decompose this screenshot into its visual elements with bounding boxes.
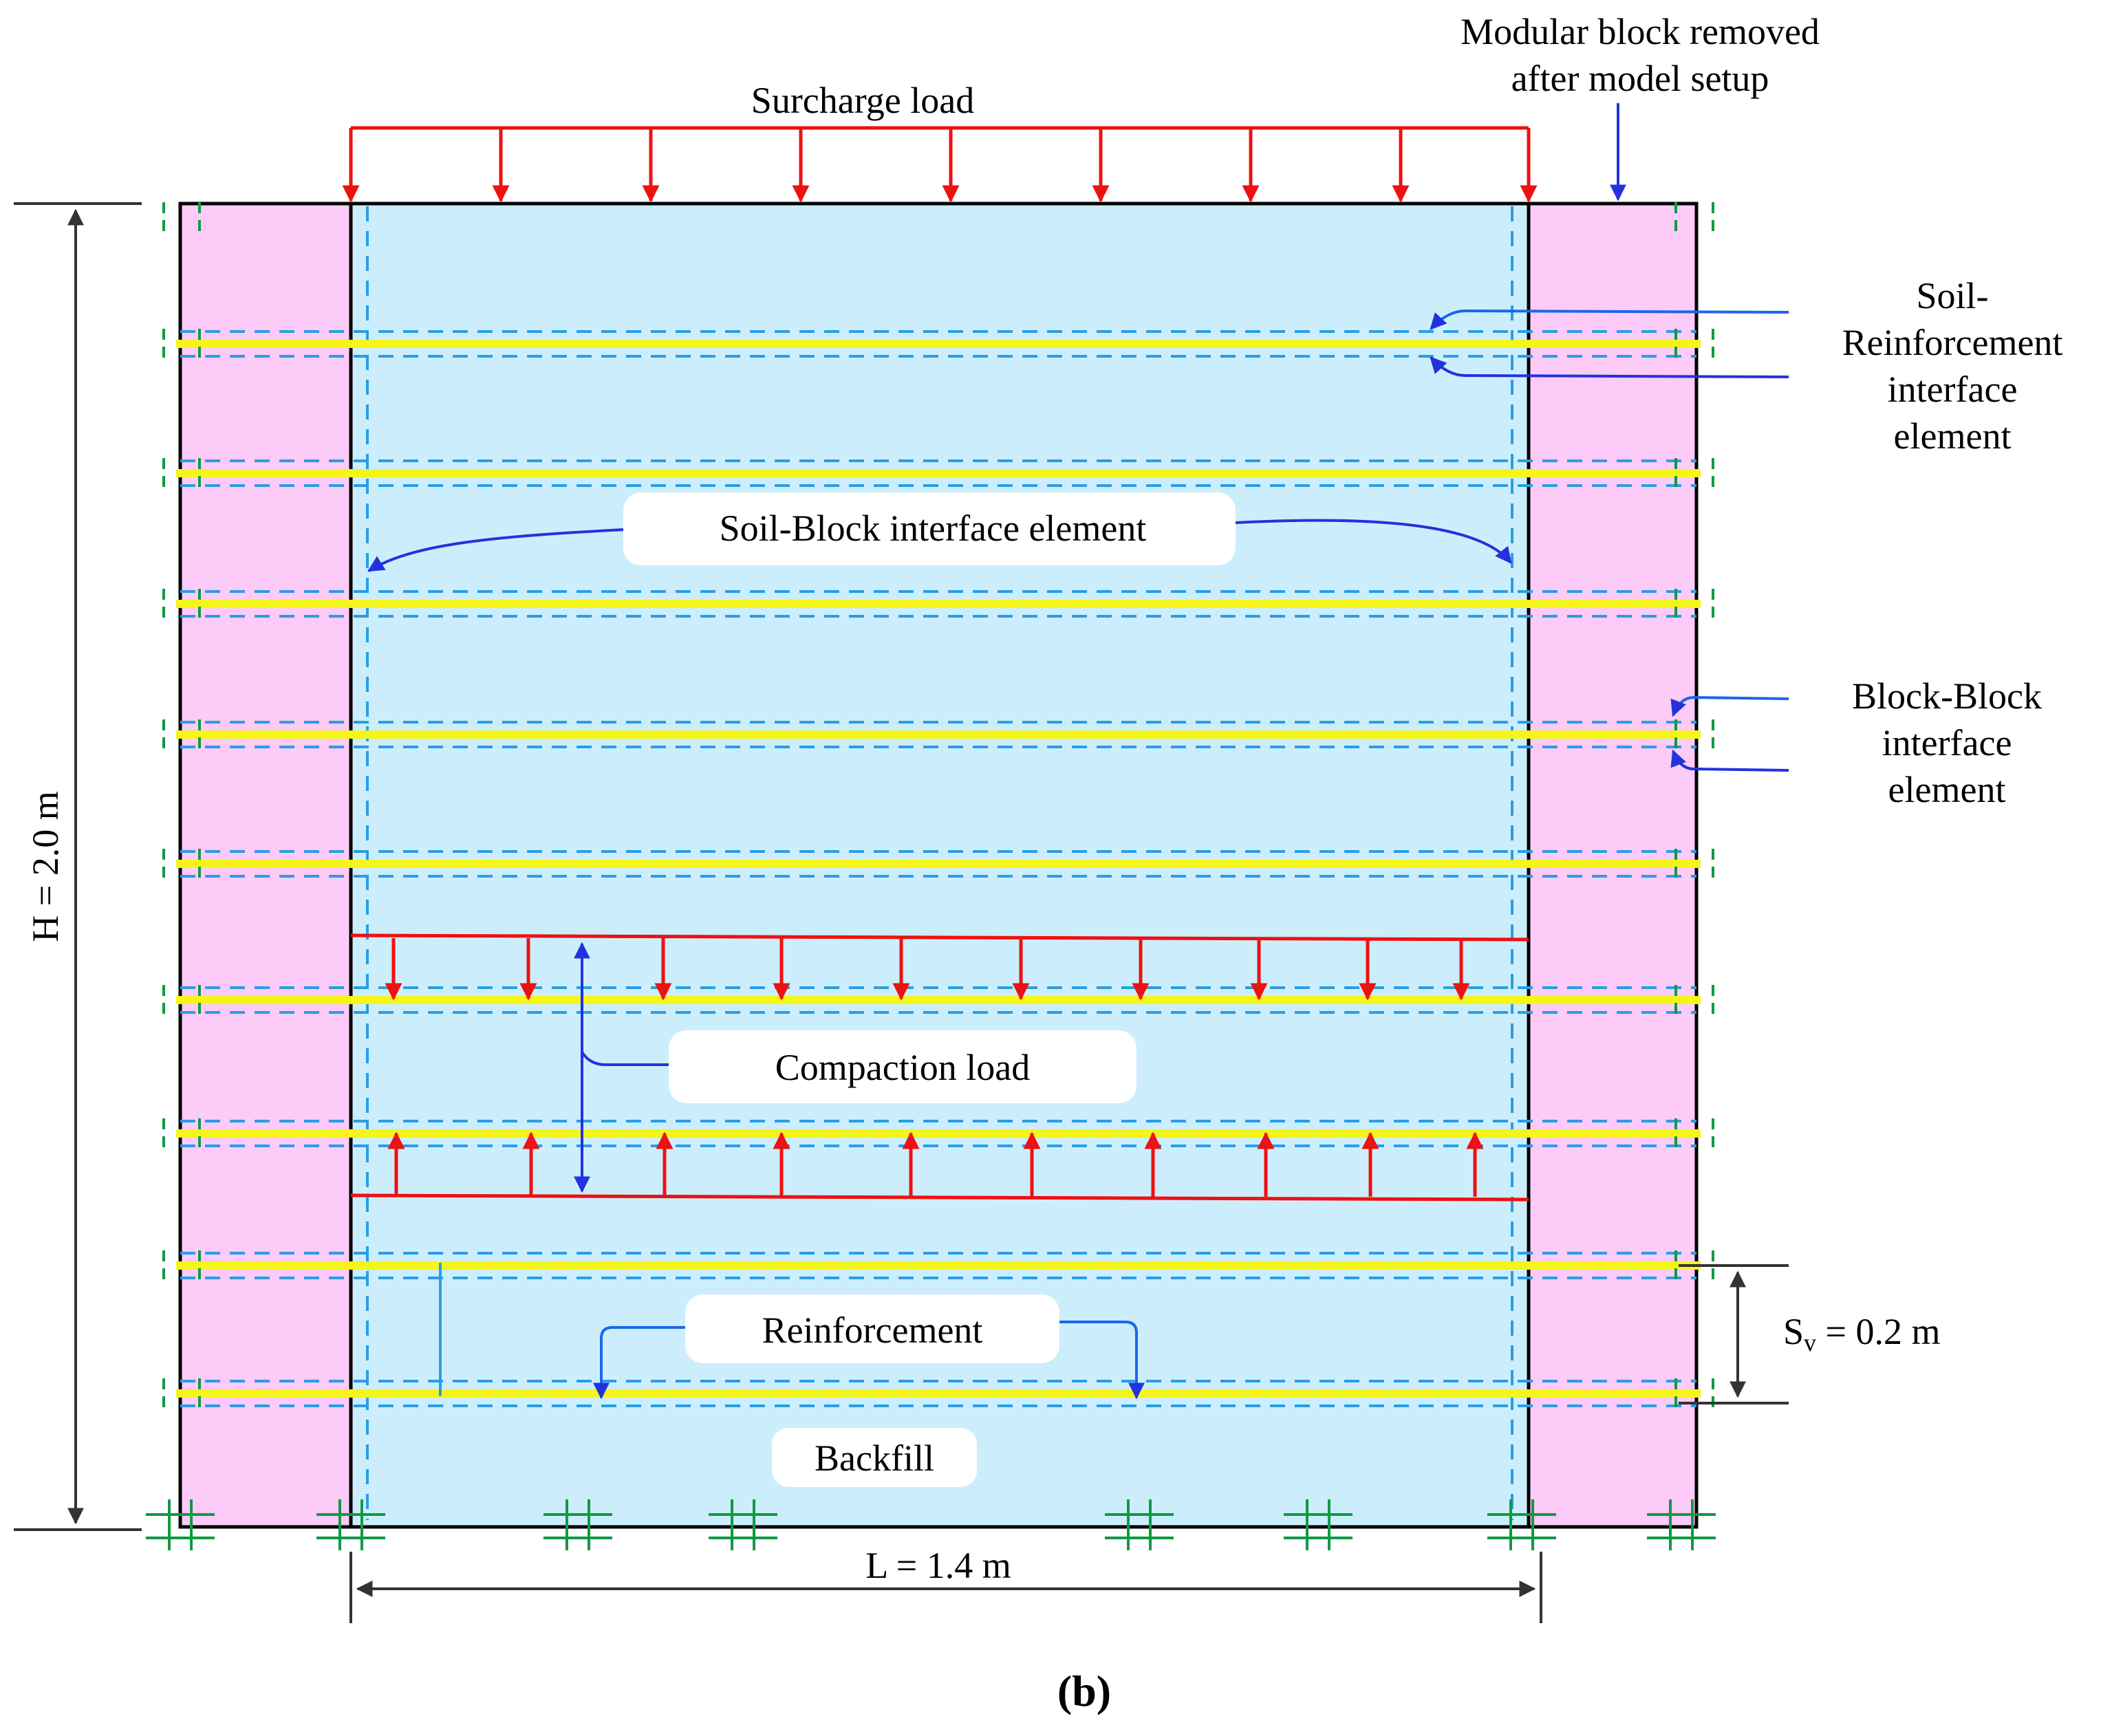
backfill-label: Backfill: [815, 1437, 934, 1479]
backfill-label-box: [772, 1428, 977, 1487]
support-icon: [709, 1499, 777, 1550]
surcharge-label: Surcharge load: [751, 80, 974, 121]
spacing-value: = 0.2 m: [1816, 1311, 1940, 1352]
spacing-symbol: S: [1783, 1311, 1804, 1352]
support-icon: [316, 1499, 385, 1550]
soil-reinf-pointer-upper: [1430, 309, 1789, 330]
block-block-pointer-lower: [1670, 749, 1789, 772]
length-label: L = 1.4 m: [865, 1545, 1011, 1586]
soil-reinf-label-line2: Reinforcement: [1842, 322, 2063, 363]
spacing-subscript: v: [1804, 1329, 1816, 1356]
reinforcement-pointer-right: [1059, 1321, 1145, 1400]
support-icon: [146, 1499, 215, 1550]
support-icon: [1284, 1499, 1353, 1550]
soil-block-label: Soil-Block interface element: [720, 508, 1147, 549]
soil-reinf-label-line3: interface: [1888, 369, 2018, 410]
soil-reinf-pointer-lower: [1430, 356, 1789, 378]
block-block-label-line3: element: [1888, 769, 2006, 810]
compaction-bracket: [574, 942, 669, 1193]
compaction-label-box: [669, 1030, 1136, 1103]
soil-block-pointer-right: [1235, 519, 1512, 564]
support-icon: [1647, 1499, 1716, 1550]
height-label: H = 2.0 m: [25, 791, 66, 942]
reinforcement-pointer-left: [593, 1326, 685, 1400]
modular-block-label-line2: after model setup: [1511, 58, 1769, 99]
support-icon: [543, 1499, 612, 1550]
soil-reinf-label-line4: element: [1894, 415, 2012, 457]
compaction-label: Compaction load: [775, 1047, 1030, 1088]
figure-caption: (b): [1057, 1667, 1111, 1715]
compaction-upper-line: [350, 933, 1529, 942]
soil-block-pointer-left: [367, 528, 624, 572]
block-block-pointer-upper: [1670, 695, 1789, 717]
compaction-lower-line: [350, 1193, 1529, 1202]
modular-block-label-line1: Modular block removed: [1461, 11, 1820, 52]
soil-reinf-label-line1: Soil-: [1916, 275, 1988, 316]
spacing-label: Sv = 0.2 m: [1783, 1311, 1941, 1356]
spacing-dimension: [1679, 1264, 1789, 1404]
length-dimension: [349, 1552, 1542, 1623]
reinforcement-label: Reinforcement: [762, 1310, 983, 1351]
support-icon: [1487, 1499, 1556, 1550]
height-dimension: [14, 202, 142, 1531]
reinforcement-label-box: [685, 1294, 1059, 1363]
support-icon: [1105, 1499, 1174, 1550]
block-block-label-line1: Block-Block: [1852, 675, 2042, 717]
block-block-label-line2: interface: [1882, 722, 2012, 763]
soil-block-label-box: [623, 492, 1236, 565]
